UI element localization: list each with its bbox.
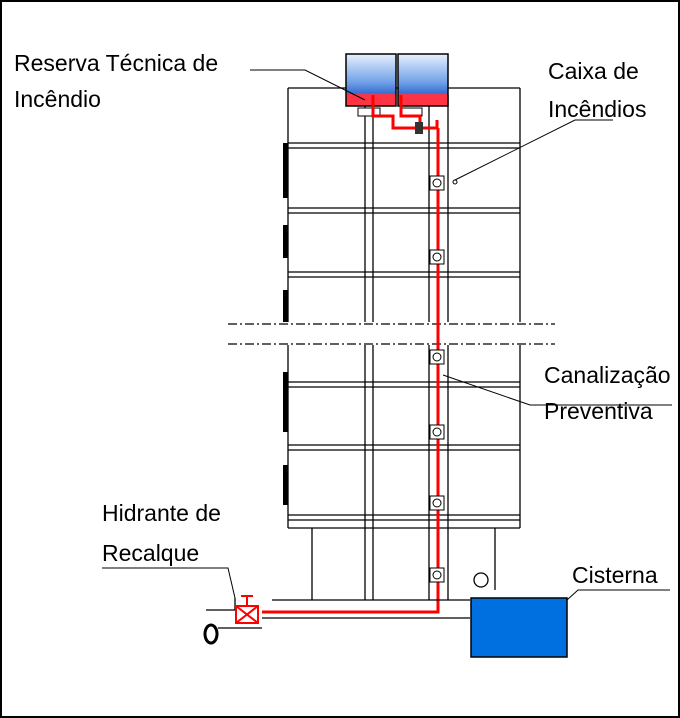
cistern [470, 597, 568, 658]
building-structure [287, 87, 521, 600]
label-reserva-line1: Reserva Técnica de [14, 50, 219, 76]
label-caixa-line1: Caixa de [548, 58, 639, 84]
label-canalizacao-line1: Canalização [544, 362, 671, 388]
section-break-lines [228, 323, 555, 345]
ground-piping [206, 572, 489, 629]
valve-fitting [415, 122, 423, 134]
label-cisterna: Cisterna [572, 562, 658, 588]
reservoir-tanks [345, 53, 449, 117]
facade-windows [283, 143, 288, 505]
leader-lines [102, 69, 672, 601]
label-hidrante-line2: Recalque [102, 540, 200, 566]
hose-cabinets [429, 175, 445, 583]
hydrant-outlet [203, 623, 219, 645]
hydrant-valve [235, 595, 259, 624]
label-hidrante-line1: Hidrante de [102, 500, 221, 526]
label-canalizacao-line2: Preventiva [544, 398, 653, 424]
label-reserva-line2: Incêndio [14, 86, 101, 112]
label-caixa-line2: Incêndios [548, 96, 647, 122]
